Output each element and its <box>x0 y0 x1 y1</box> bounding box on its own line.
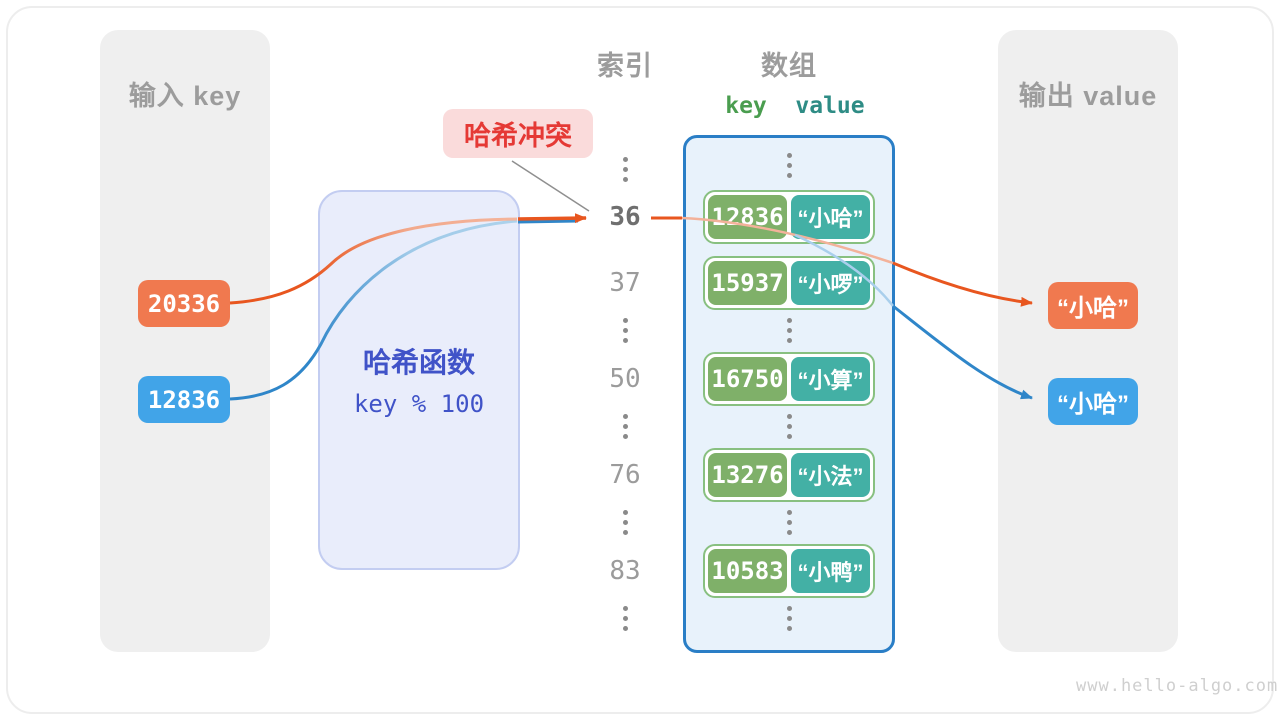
key-header: key <box>725 93 767 119</box>
row-key: 16750 <box>708 357 787 401</box>
ellipsis-dots <box>615 414 635 439</box>
hash-collision-label: 哈希冲突 <box>443 109 593 158</box>
value-header: value <box>795 93 865 119</box>
array-row: 13276 “小法” <box>703 448 875 502</box>
ellipsis-dots <box>779 153 799 178</box>
output-panel-title: 输出 value <box>1018 81 1158 111</box>
array-row: 12836 “小哈” <box>703 190 875 244</box>
output-value-box-blue: “小哈” <box>1048 378 1138 425</box>
ellipsis-dots <box>615 318 635 343</box>
hash-function-title: 哈希函数 <box>362 347 475 378</box>
index-value-83: 83 <box>609 556 641 586</box>
blue-merged-segment <box>517 219 579 224</box>
row-key: 13276 <box>708 453 787 497</box>
row-value: “小哈” <box>791 195 870 239</box>
index-value-50: 50 <box>609 364 641 394</box>
row-value: “小鸭” <box>791 549 870 593</box>
output-value-panel: 输出 value <box>998 30 1178 652</box>
input-key-box-blue: 12836 <box>138 376 230 423</box>
row-key: 12836 <box>708 195 787 239</box>
index-column-title: 索引 <box>597 51 653 81</box>
array-row: 10583 “小鸭” <box>703 544 875 598</box>
array-row: 16750 “小算” <box>703 352 875 406</box>
ellipsis-dots <box>779 510 799 535</box>
hash-function-formula: key % 100 <box>353 390 485 418</box>
ellipsis-dots <box>779 318 799 343</box>
output-value-box-orange: “小哈” <box>1048 282 1138 329</box>
ellipsis-dots <box>779 414 799 439</box>
input-key-box-orange: 20336 <box>138 280 230 327</box>
index-value-76: 76 <box>609 460 641 490</box>
ellipsis-dots <box>615 157 635 182</box>
index-value-36: 36 <box>609 202 641 232</box>
row-key: 15937 <box>708 261 787 305</box>
row-value: “小啰” <box>791 261 870 305</box>
row-value: “小算” <box>791 357 870 401</box>
index-value-37: 37 <box>609 268 641 298</box>
row-key: 10583 <box>708 549 787 593</box>
array-row: 15937 “小啰” <box>703 256 875 310</box>
ellipsis-dots <box>615 510 635 535</box>
row-value: “小法” <box>791 453 870 497</box>
ellipsis-dots <box>615 606 635 631</box>
array-column-title: 数组 <box>761 51 817 81</box>
input-panel-title: 输入 key <box>128 81 242 111</box>
input-key-panel: 输入 key <box>100 30 270 652</box>
watermark: www.hello-algo.com <box>1076 676 1279 696</box>
ellipsis-dots <box>779 606 799 631</box>
